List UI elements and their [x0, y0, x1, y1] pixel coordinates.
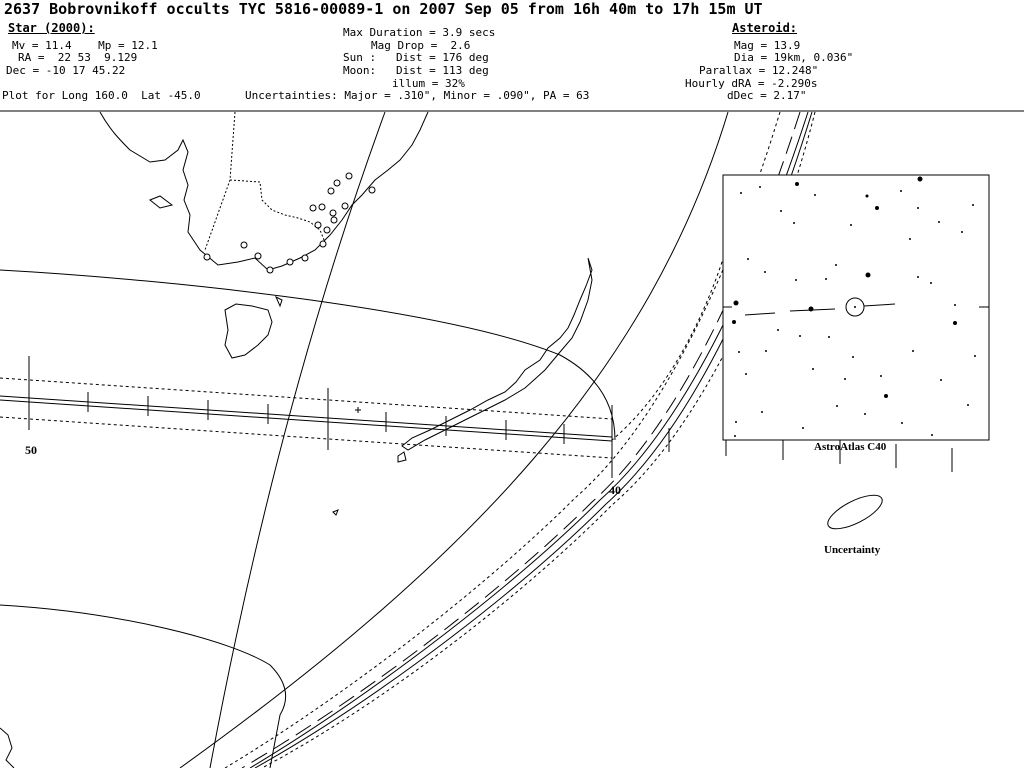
path-dashed-limit [241, 111, 801, 768]
state-border-east [229, 179, 327, 246]
uncertainties: Uncertainties: Major = .310", Minor = .0… [245, 89, 590, 102]
asteroid-hourly-dra: Hourly dRA = -2.290s [685, 77, 818, 90]
target-star-circle [845, 297, 865, 317]
page-title: 2637 Bobrovnikoff occults TYC 5816-00089… [4, 0, 763, 18]
asteroid-header: Asteroid: [732, 21, 798, 35]
sigma-line-south [0, 416, 613, 459]
new-zealand-outline [401, 257, 593, 451]
small-island [274, 295, 283, 308]
asteroid-ddec: dDec = 2.17" [727, 89, 807, 102]
asteroid-parallax: Parallax = 12.248" [699, 64, 819, 77]
uncertainty-label: Uncertainty [824, 544, 881, 556]
horizon-curve [0, 604, 287, 768]
meridian-curve [209, 111, 386, 768]
antarctic-coast [0, 727, 15, 768]
path-sigma-limit [224, 111, 781, 768]
small-island-2 [332, 509, 339, 516]
center-plus [355, 407, 361, 413]
moon-illumination: illum = 32% [392, 77, 465, 90]
field-stars [732, 176, 976, 437]
central-line-north [0, 395, 613, 438]
star-header: Star (2000): [8, 21, 95, 35]
moon-distance: Moon: Dist = 113 deg [343, 64, 489, 77]
state-border-west [204, 111, 236, 251]
asteroid-diameter: Dia = 19km, 0.036" [734, 51, 854, 64]
limb-dotted-arc [611, 255, 725, 441]
earth-limb-curve [0, 269, 616, 441]
observer-sites [203, 172, 376, 274]
star-chart-caption: AstroAtlas C40 [814, 441, 887, 453]
sun-distance: Sun : Dist = 176 deg [343, 51, 489, 64]
star-mv-mp: Mv = 11.4 Mp = 12.1 [12, 39, 158, 52]
longitude-label-50: 50 [25, 443, 37, 457]
max-duration: Max Duration = 3.9 secs [343, 26, 496, 39]
central-line-south [0, 399, 613, 442]
sunrise-limit-curve [179, 111, 729, 768]
sigma-line-north [0, 377, 613, 420]
star-ra: RA = 22 53 9.129 [18, 51, 138, 64]
stewart-island [397, 451, 407, 463]
asteroid-mag: Mag = 13.9 [734, 39, 801, 52]
tasmania-outline [224, 303, 273, 359]
island-kangaroo [149, 195, 174, 209]
star-dec: Dec = -10 17 45.22 [6, 64, 126, 77]
longitude-label-40: 40 [609, 483, 621, 497]
star-chart-frame [722, 174, 990, 441]
mag-drop: Mag Drop = 2.6 [371, 39, 471, 52]
plot-for-location: Plot for Long 160.0 Lat -45.0 [2, 89, 201, 102]
australia-coastline [99, 111, 429, 271]
uncertainty-ellipse [827, 494, 883, 530]
